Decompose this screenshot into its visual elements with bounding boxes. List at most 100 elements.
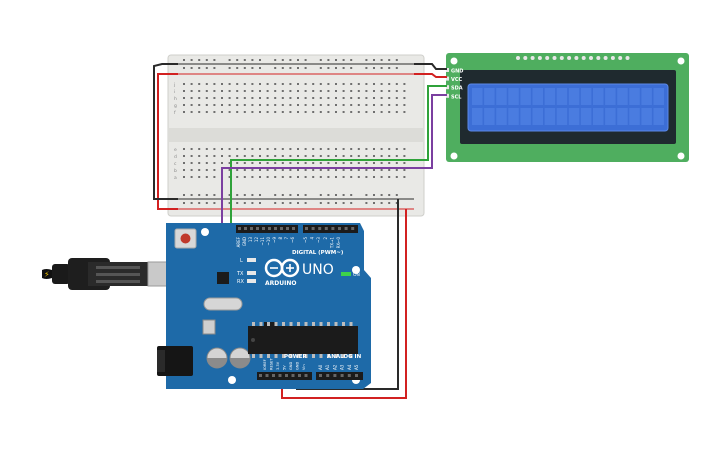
chip-pin xyxy=(267,354,270,358)
breadboard-hole xyxy=(243,90,246,92)
header-pin xyxy=(262,227,265,230)
breadboard-hole xyxy=(274,169,277,171)
breadboard-hole xyxy=(357,169,360,171)
breadboard-hole xyxy=(183,90,185,92)
breadboard-hole xyxy=(388,169,391,171)
wire-lcd-sda xyxy=(230,85,447,228)
power-led xyxy=(341,272,351,276)
breadboard-hole xyxy=(243,169,246,171)
header-pin xyxy=(344,227,348,230)
breadboard-hole xyxy=(236,148,239,150)
breadboard-hole xyxy=(228,90,231,92)
breadboard-hole xyxy=(213,97,216,99)
header-pin xyxy=(340,374,344,377)
breadboard-hole xyxy=(289,176,292,178)
header-pin xyxy=(331,227,335,230)
breadboard-hole xyxy=(342,111,345,113)
header-pin xyxy=(351,227,355,230)
breadboard-hole xyxy=(213,176,216,178)
breadboard-hole xyxy=(319,169,322,171)
rail-hole xyxy=(350,59,353,61)
breadboard-hole xyxy=(365,111,368,113)
chip-pin xyxy=(304,354,308,358)
breadboard-hole xyxy=(380,155,383,157)
breadboard-hole xyxy=(319,155,322,157)
header-pin xyxy=(318,227,322,230)
breadboard-hole xyxy=(350,169,353,171)
breadboard-hole xyxy=(380,97,383,99)
chip-pin xyxy=(259,322,263,326)
rail-hole xyxy=(198,202,201,204)
power-pin-label: 5V xyxy=(283,365,287,370)
digital-pin-label: GND xyxy=(242,237,247,246)
rail-hole xyxy=(380,202,383,204)
chip-pin xyxy=(327,354,330,358)
breadboard-hole xyxy=(236,155,239,157)
chip-pin xyxy=(312,354,315,358)
breadboard-hole xyxy=(198,111,201,113)
led-tx-label: TX xyxy=(236,271,244,277)
reset-button-cap[interactable] xyxy=(180,233,191,244)
rail-hole xyxy=(205,194,208,196)
header-pin xyxy=(268,227,271,230)
breadboard-hole xyxy=(327,104,330,106)
breadboard-hole xyxy=(312,83,315,85)
breadboard-hole xyxy=(342,162,345,164)
atmega-chip-pins xyxy=(252,322,353,358)
breadboard-hole xyxy=(198,162,201,164)
lcd-char-cell xyxy=(532,108,543,125)
breadboard-hole xyxy=(221,155,223,157)
rail-hole xyxy=(236,59,239,61)
breadboard-hole xyxy=(403,90,406,92)
rail-hole xyxy=(335,59,337,61)
rail-hole xyxy=(395,202,398,204)
power-header xyxy=(257,372,312,380)
breadboard-hole xyxy=(342,169,345,171)
breadboard-hole xyxy=(266,162,269,164)
chip-pin xyxy=(282,322,285,326)
mount-hole xyxy=(450,152,458,160)
rail-hole xyxy=(236,202,239,204)
breadboard-hole xyxy=(190,169,193,171)
power-analog-pins xyxy=(259,374,358,377)
breadboard-hole xyxy=(350,176,353,178)
rail-hole xyxy=(395,59,398,61)
digital-pin-label: AREF xyxy=(236,236,241,247)
breadboard-hole xyxy=(205,176,208,178)
header-pin xyxy=(274,227,277,230)
breadboard-hole xyxy=(274,148,277,150)
rail-hole xyxy=(373,67,375,69)
breadboard-hole xyxy=(198,83,201,85)
mount-hole xyxy=(450,57,458,65)
rail-hole xyxy=(342,67,345,69)
breadboard-hole xyxy=(289,97,292,99)
lcd-header-pin xyxy=(523,56,528,60)
rail-hole xyxy=(243,202,246,204)
analog-pin-label: A4 xyxy=(347,364,352,370)
breadboard-hole xyxy=(251,111,254,113)
breadboard-hole xyxy=(335,90,337,92)
breadboard-hole xyxy=(319,148,322,150)
breadboard-hole xyxy=(190,176,193,178)
breadboard-hole xyxy=(312,97,315,99)
rail-hole xyxy=(365,194,368,196)
power-pin-label: Vin xyxy=(302,364,306,370)
lcd-header-pin xyxy=(625,56,630,60)
breadboard-hole xyxy=(350,155,353,157)
power-pin-label: GND xyxy=(289,362,293,370)
breadboard-hole xyxy=(266,83,269,85)
mount-hole xyxy=(677,57,685,65)
breadboard-holes xyxy=(183,59,406,204)
breadboard-hole xyxy=(221,83,223,85)
breadboard-hole xyxy=(243,97,246,99)
lcd-header-pin xyxy=(567,56,572,60)
breadboard-hole xyxy=(403,111,406,113)
breadboard-hole xyxy=(281,176,284,178)
breadboard-hole xyxy=(380,162,383,164)
brand-label: ARDUINO xyxy=(265,280,296,287)
analog-header xyxy=(316,372,363,380)
digital-pin-label: ~5 xyxy=(303,237,308,243)
chip-pin xyxy=(334,354,338,358)
